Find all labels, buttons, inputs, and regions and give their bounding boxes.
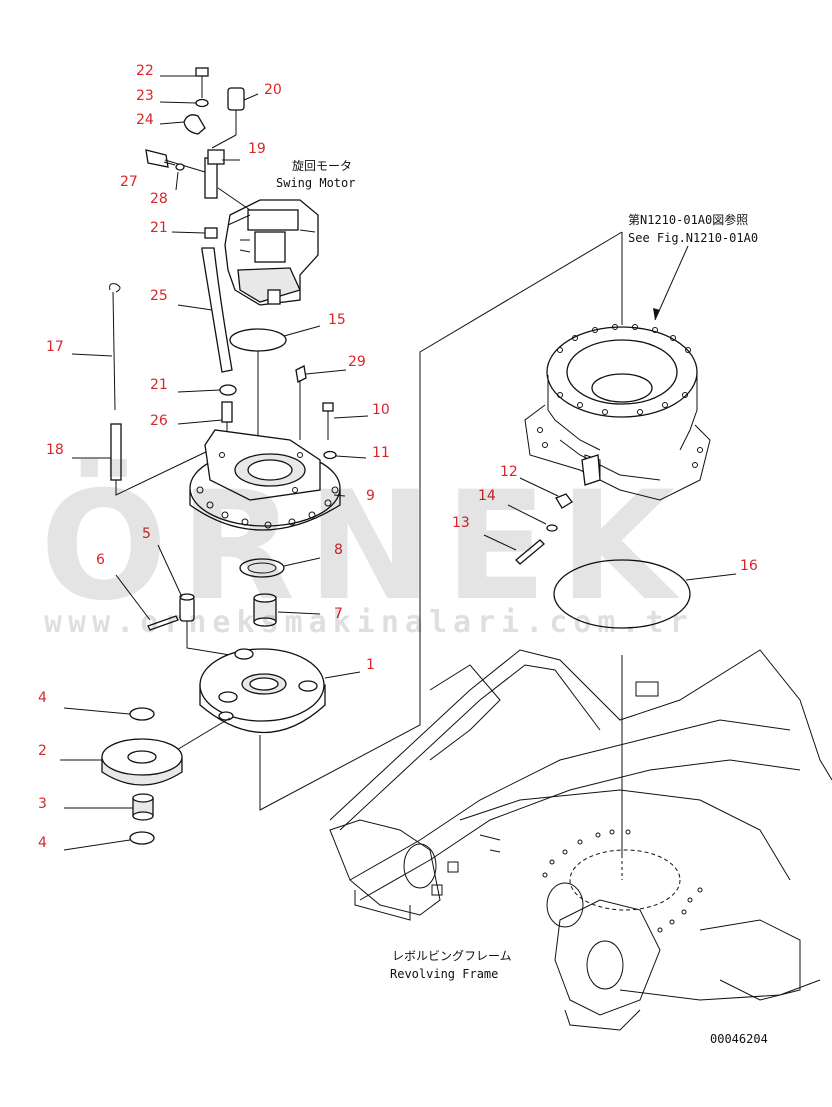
callout-4-upper: 4 [38, 690, 47, 706]
bracket-12 [515, 454, 601, 565]
revolving-frame-label-en: Revolving Frame [390, 967, 498, 981]
callout-5: 5 [142, 526, 151, 542]
callout-7: 7 [334, 606, 343, 622]
bearing-3 [132, 793, 154, 821]
callout-16: 16 [740, 558, 758, 574]
frame-bolt-holes [542, 829, 703, 933]
callout-19: 19 [248, 141, 266, 157]
callout-2: 2 [38, 743, 47, 759]
callout-4-lower: 4 [38, 835, 47, 851]
callout-14: 14 [478, 488, 496, 504]
callout-29: 29 [348, 354, 366, 370]
callout-21-upper: 21 [150, 220, 168, 236]
callout-8: 8 [334, 542, 343, 558]
callout-17: 17 [46, 339, 64, 355]
ring-8 [239, 558, 285, 578]
carrier-1 [159, 648, 326, 761]
callout-numbers: 22 23 24 20 19 27 28 21 25 15 17 29 21 1… [38, 63, 758, 851]
callout-23: 23 [136, 88, 154, 104]
o-ring-16 [553, 559, 691, 629]
swing-motor-label-jp: 旋回モータ [292, 159, 352, 173]
o-ring-15 [229, 328, 287, 352]
callout-24: 24 [136, 112, 154, 128]
thrust-washer-4-top [129, 707, 155, 721]
callout-10: 10 [372, 402, 390, 418]
case-9 [189, 429, 341, 531]
housing-bolt-holes [537, 324, 703, 468]
swing-motor-label-en: Swing Motor [276, 176, 355, 190]
callout-3: 3 [38, 796, 47, 812]
callout-20: 20 [264, 82, 282, 98]
callout-1: 1 [366, 657, 375, 673]
callout-13: 13 [452, 515, 470, 531]
callout-18: 18 [46, 442, 64, 458]
swing-machinery-housing [259, 231, 711, 811]
case-bolts [295, 365, 337, 460]
dipstick [109, 283, 211, 496]
planet-gear-2 [101, 738, 183, 786]
callout-9: 9 [366, 488, 375, 504]
leader-lines [60, 75, 737, 851]
watermark-url: www.orneksmakinalari.com.tr [44, 605, 694, 640]
thrust-washer-4-bottom [129, 831, 155, 845]
callout-26: 26 [150, 413, 168, 429]
revolving-frame-label-jp: レボルビングフレーム [392, 949, 512, 963]
case-bolt-holes [196, 452, 339, 529]
sun-gear-7 [253, 593, 277, 627]
drawing-number: 00046204 [710, 1032, 768, 1046]
watermark-brand: ÖRNEK [40, 458, 687, 634]
pin-shaft [147, 593, 231, 656]
watermark: ÖRNEK www.orneksmakinalari.com.tr [40, 458, 694, 640]
swing-motor [224, 199, 319, 306]
callout-21-lower: 21 [150, 377, 168, 393]
callout-12: 12 [500, 464, 518, 480]
callout-22: 22 [136, 63, 154, 79]
callout-6: 6 [96, 552, 105, 568]
see-fig-label-jp: 第N1210-01A0図参照 [628, 212, 748, 227]
callout-25: 25 [150, 288, 168, 304]
callout-27: 27 [120, 174, 138, 190]
see-fig-label-en: See Fig.N1210-01A0 [628, 231, 758, 245]
text-labels: 旋回モータ Swing Motor 第N1210-01A0図参照 See Fig… [276, 159, 768, 1046]
callout-11: 11 [372, 445, 390, 461]
revolving-frame [329, 649, 832, 1031]
callout-28: 28 [150, 191, 168, 207]
callout-15: 15 [328, 312, 346, 328]
